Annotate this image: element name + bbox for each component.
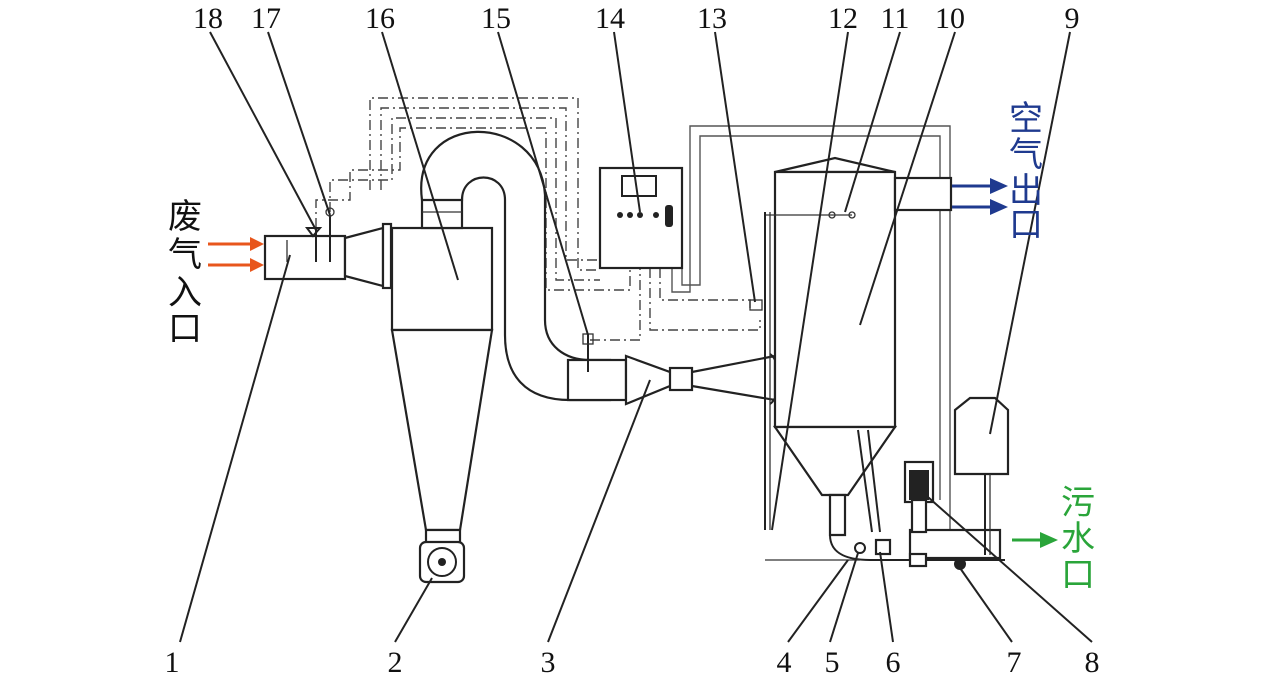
callout-3: 3: [541, 646, 556, 677]
callout-17: 17: [251, 2, 281, 35]
callout-16: 16: [365, 2, 395, 35]
callout-2: 2: [388, 646, 403, 677]
callout-10: 10: [935, 2, 965, 35]
callout-4: 4: [777, 646, 792, 677]
callout-numbers: 1 2 3 4 5 6 7 8 9 10 11 12 13 14 15 16 1…: [165, 2, 1100, 677]
callout-11: 11: [881, 2, 910, 35]
leader-lines: [179, 31, 1093, 643]
sewage-char-1: 污: [1061, 483, 1095, 523]
callout-18: 18: [193, 2, 223, 35]
cyclone-separator: [390, 194, 494, 584]
control-box: [598, 166, 684, 270]
inlet-char-3: 入: [168, 273, 202, 313]
callout-12: 12: [828, 2, 858, 35]
sewage-char-2: 水: [1061, 519, 1095, 559]
callout-15: 15: [481, 2, 511, 35]
outlet-char-1: 空: [1009, 99, 1043, 139]
inlet-arrows: [208, 237, 264, 272]
inlet-char-2: 气: [168, 235, 202, 275]
callout-8: 8: [1085, 646, 1100, 677]
sewage-arrow: [1012, 532, 1058, 548]
outlet-arrows: [952, 178, 1008, 215]
callout-5: 5: [825, 646, 840, 677]
callout-13: 13: [697, 2, 727, 35]
outlet-char-3: 出: [1009, 171, 1043, 211]
venturi-tube: [624, 353, 780, 406]
connecting-duct: [420, 130, 628, 402]
sewage-char-3: 口: [1061, 555, 1095, 595]
callout-9: 9: [1065, 2, 1080, 35]
callout-7: 7: [1007, 646, 1022, 677]
outlet-char-4: 口: [1009, 205, 1043, 245]
control-wiring: [315, 97, 951, 540]
sewage-outlet-label: 污 水 口: [1061, 483, 1095, 595]
outlet-char-2: 气: [1009, 135, 1043, 175]
callout-14: 14: [595, 2, 625, 35]
inlet-char-1: 废: [168, 197, 202, 237]
callout-6: 6: [886, 646, 901, 677]
callout-1: 1: [165, 646, 180, 677]
waste-gas-inlet-label: 废 气 入 口: [168, 197, 202, 349]
air-outlet-label: 空 气 出 口: [1009, 99, 1043, 245]
inlet-char-4: 口: [168, 309, 202, 349]
